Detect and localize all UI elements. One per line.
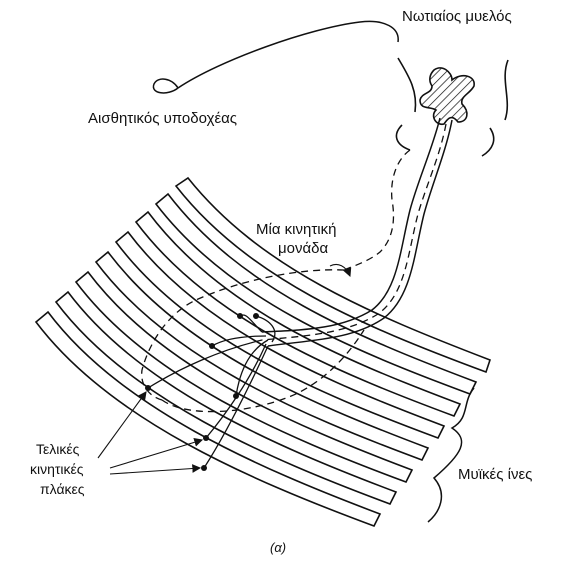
gray-matter-butterfly: [420, 68, 474, 124]
sensory-receptor-ending: [153, 79, 178, 93]
spinal-cord-section: [396, 58, 508, 156]
end-plate: [203, 435, 209, 441]
end-plate: [201, 465, 207, 471]
end-plate: [253, 313, 259, 319]
label-end-plates-line3: πλάκες: [40, 481, 85, 497]
sensory-fiber: [153, 21, 398, 93]
figure-caption: (α): [270, 540, 286, 555]
label-end-plates-line1: Τελικές: [36, 441, 80, 457]
label-muscle-fibers: Μυϊκές ίνες: [458, 466, 532, 483]
label-motor-unit-line1: Μία κινητική: [256, 221, 336, 238]
end-plate: [233, 393, 239, 399]
label-end-plates-line2: κινητικές: [30, 461, 84, 477]
end-plate: [237, 313, 243, 319]
end-plate: [145, 385, 151, 391]
label-sensory-receptor: Αισθητικός υποδοχέας: [88, 110, 237, 127]
label-spinal-cord: Νωτιαίος μυελός: [402, 8, 512, 25]
axon-branches: [145, 313, 275, 471]
label-motor-unit-line2: μονάδα: [278, 240, 329, 257]
end-plate: [209, 343, 215, 349]
